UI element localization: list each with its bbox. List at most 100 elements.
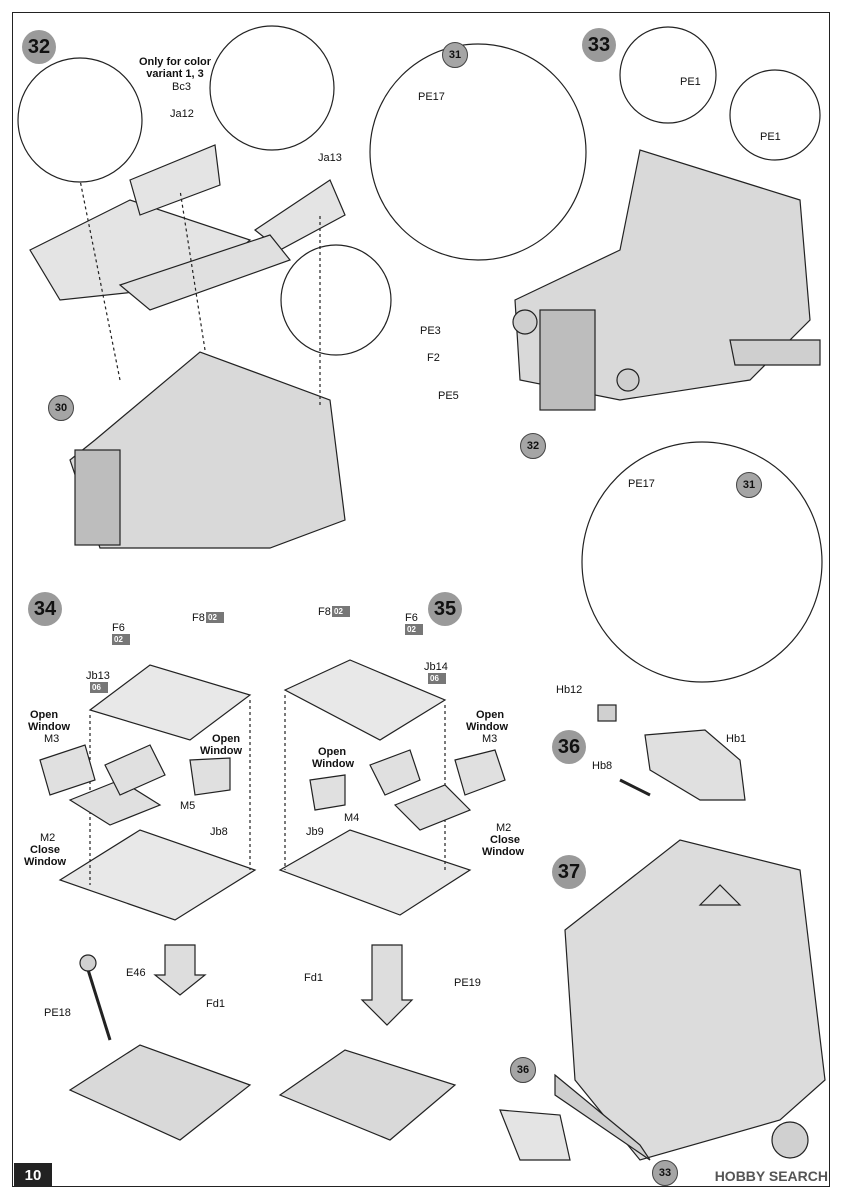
detail-circle-33b	[619, 26, 717, 124]
part-label-pe1-a: PE1	[680, 76, 701, 88]
triangle-badge-37	[698, 884, 742, 906]
window-m4a-35	[369, 749, 421, 796]
close-window-label-35b: Window	[482, 846, 525, 858]
grille-33	[539, 309, 596, 411]
mirror-e46	[79, 954, 97, 972]
headlight-33a	[512, 309, 538, 335]
open-window-label-34a: Open	[30, 709, 59, 721]
part-label-m5: M5	[180, 800, 196, 812]
roof-34	[88, 664, 252, 741]
tag-f6-34: 02	[112, 634, 130, 645]
part-label-hb8: Hb8	[592, 760, 613, 772]
detail-circle-33d	[581, 441, 823, 683]
window-m3-34	[39, 744, 96, 796]
part-label-f2: F2	[427, 352, 440, 364]
fender-part-b	[118, 234, 291, 311]
part-label-m2-34: M2	[40, 832, 56, 844]
tag-f8-34: 02	[206, 612, 224, 623]
close-window-label-34a: Close	[30, 844, 60, 856]
open-window-label-35d: Window	[312, 758, 355, 770]
callout-33: 33	[652, 1160, 678, 1186]
close-window-label-34b: Window	[24, 856, 67, 868]
open-window-label-34c: Open	[212, 733, 241, 745]
part-label-pe3: PE3	[420, 325, 441, 337]
detail-circle-33c	[729, 69, 821, 161]
part-label-jb8: Jb8	[210, 826, 228, 838]
detail-circle-33a	[369, 43, 587, 261]
part-label-pe17: PE17	[418, 91, 445, 103]
tag-jb13: 06	[90, 682, 108, 693]
part-label-hb1: Hb1	[726, 733, 747, 745]
page-number: 10	[14, 1163, 52, 1187]
part-label-ja12: Ja12	[170, 108, 194, 120]
roof-35	[283, 659, 447, 741]
arrow-down-34	[153, 944, 207, 996]
headlight-37	[771, 1121, 809, 1159]
part-label-fd1-34: Fd1	[206, 998, 225, 1010]
part-label-f8-34: F8	[192, 612, 205, 624]
window-m2-35	[393, 784, 472, 831]
window-m5b-34	[189, 757, 231, 796]
step-36-number: 36	[552, 730, 586, 764]
open-window-label-35c: Open	[318, 746, 347, 758]
note-color-variant-1: Only for color	[138, 56, 212, 68]
open-window-label-35a: Open	[476, 709, 505, 721]
callout-30: 30	[48, 395, 74, 421]
part-label-bc3: Bc3	[172, 81, 191, 93]
fender-part-ja12	[129, 144, 221, 216]
step-33-number: 33	[582, 28, 616, 62]
window-m3-35	[454, 749, 506, 796]
detail-circle-32c	[280, 244, 392, 356]
step-35-number: 35	[428, 592, 462, 626]
callout-32: 32	[520, 433, 546, 459]
part-label-pe17-b: PE17	[628, 478, 655, 490]
window-m4b-35	[309, 774, 346, 811]
callout-31-b: 31	[736, 472, 762, 498]
part-label-m4: M4	[344, 812, 360, 824]
step-32-number: 32	[22, 30, 56, 64]
part-hb1	[644, 729, 746, 801]
callout-31: 31	[442, 42, 468, 68]
part-label-jb14: Jb14	[424, 661, 448, 673]
part-label-m2-35: M2	[496, 822, 512, 834]
callout-36: 36	[510, 1057, 536, 1083]
part-label-fd1-35: Fd1	[304, 972, 323, 984]
tag-f6-35: 02	[405, 624, 423, 635]
part-label-ja13: Ja13	[318, 152, 342, 164]
arrow-down-35	[360, 944, 414, 1026]
part-label-f6-35: F6	[405, 612, 418, 624]
part-label-hb12: Hb12	[556, 684, 583, 696]
part-label-m3-34: M3	[44, 733, 60, 745]
part-hb12	[597, 704, 617, 722]
part-label-f8-35: F8	[318, 606, 331, 618]
open-window-label-34d: Window	[200, 745, 243, 757]
part-36-assembled	[499, 1109, 571, 1161]
part-label-f6-34: F6	[112, 622, 125, 634]
cab-body-32	[69, 351, 346, 549]
running-board-33	[729, 339, 821, 366]
part-label-jb9: Jb9	[306, 826, 324, 838]
watermark: HOBBY SEARCH	[714, 1168, 828, 1184]
tag-jb14: 06	[428, 673, 446, 684]
open-window-label-35b: Window	[466, 721, 509, 733]
part-label-pe18: PE18	[44, 1007, 71, 1019]
part-label-jb13: Jb13	[86, 670, 110, 682]
close-window-label-35a: Close	[490, 834, 520, 846]
grille-32	[74, 449, 121, 546]
window-m2-34	[68, 779, 162, 826]
page-frame	[12, 12, 830, 1187]
part-label-pe1-b: PE1	[760, 131, 781, 143]
part-label-e46: E46	[126, 967, 146, 979]
step-37-number: 37	[552, 855, 586, 889]
detail-circle-32a	[17, 57, 143, 183]
running-board-37	[554, 1073, 651, 1161]
window-m5a-34	[104, 744, 166, 796]
step-34-number: 34	[28, 592, 62, 626]
part-label-m3-35: M3	[482, 733, 498, 745]
part-label-pe5: PE5	[438, 390, 459, 402]
roof-assembled-34	[68, 1044, 252, 1141]
open-window-label-34b: Window	[28, 721, 71, 733]
headlight-33b	[616, 368, 640, 392]
